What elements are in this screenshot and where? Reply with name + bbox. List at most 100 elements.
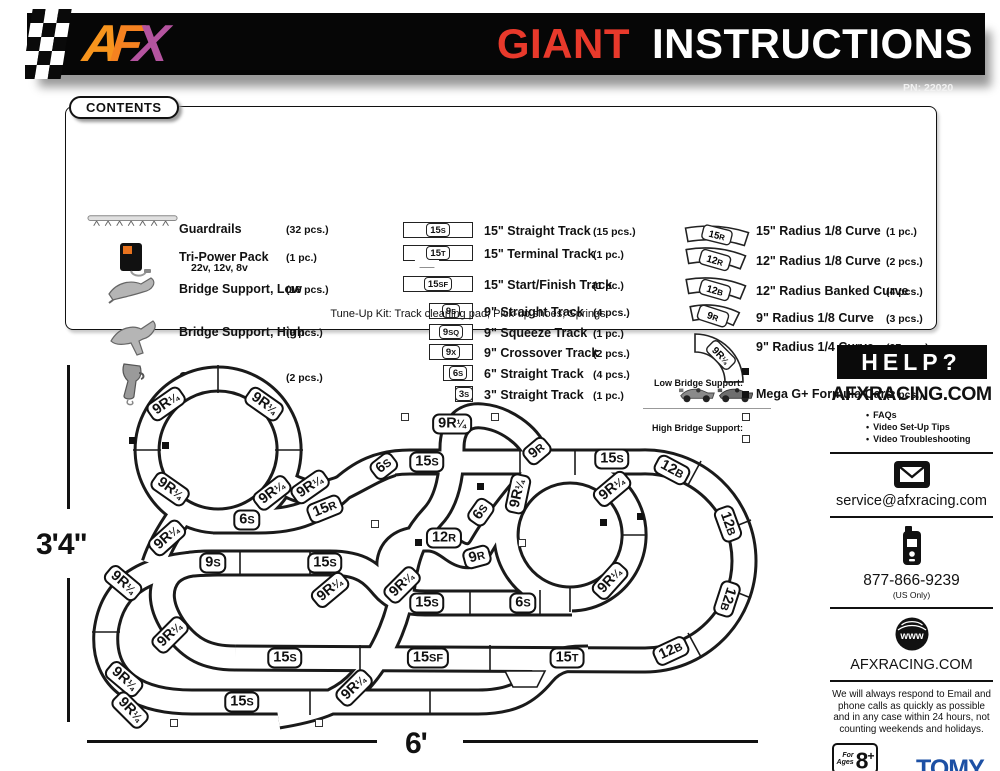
hardware-item: Guardrails(32 pcs.) [79,215,381,248]
curve-track-name: 12" Radius Banked Curve [756,284,909,298]
support-phone[interactable]: 877-866-9239 [863,572,960,589]
title-giant: GIANT [496,20,630,67]
curve-track-qty: (2 pcs.) [886,256,923,268]
help-bullet: FAQs [866,409,993,421]
contents-tab: CONTENTS [69,96,179,119]
curve-track-icon: 12B [679,274,753,305]
ages-word-ages: Ages [836,758,854,766]
response-note: We will always respond to Email and phon… [832,689,991,735]
checkered-flag-icon [25,9,72,79]
straight-track-icon: 9X [429,344,473,360]
track-code: 9S [441,304,461,318]
straight-track-qty: (2 pcs.) [593,348,630,360]
track-code: 9X [441,345,461,359]
email-icon [893,461,930,488]
help-bullet-list: FAQsVideo Set-Up TipsVideo Troubleshooti… [830,409,993,445]
straight-track-qty: (1 pc.) [593,390,624,402]
help-bullet: Video Set-Up Tips [866,421,993,433]
straight-track-icon: 15S [403,222,473,238]
straight-track-icon: 9S [429,303,473,319]
straight-track-name: 9" Straight Track [484,305,584,319]
track-code: 15S [426,223,450,237]
curve-track-name: Mega G+ Formula Cars [756,387,893,401]
straight-track-icon: 15SF [403,276,473,292]
brand-row: For Ages 8+ TOMY. RACEMASTERS [830,741,993,771]
hardware-item-name: Tri-Power Pack [179,250,269,264]
straight-track-qty: (15 pcs.) [593,226,636,238]
straight-track-qty: (1 pc.) [593,249,624,261]
hardware-item: Bridge Support, High(9 pcs.) [79,320,381,356]
straight-track-qty: (1 pc.) [593,280,624,292]
curve-track-icon: 15R [679,214,753,250]
straight-track-name: 9" Squeeze Track [484,326,588,340]
straight-track-qty: (4 pcs.) [593,307,630,319]
bridge-support-low-icon [87,274,179,304]
hardware-item-qty: (16 pcs.) [286,284,329,296]
legend-high-square-2 [742,435,750,443]
part-number: PN: 22020 [903,82,954,94]
guardrail-icon [87,214,179,228]
support-email[interactable]: service@afxracing.com [836,493,987,509]
height-dimension-line-top [67,365,70,509]
straight-track-name: 3" Straight Track [484,388,584,402]
track-code: 6S [448,366,468,380]
straight-track-icon: 9SQ [429,324,473,340]
sidebar-divider [830,452,993,454]
terminal-track-tab [503,670,547,688]
track-code: 15T [426,246,450,260]
height-dimension-line-bottom [67,578,70,722]
help-bullet: Video Troubleshooting [866,433,993,445]
svg-text:15R: 15R [707,229,726,244]
legend-high-square-1 [742,413,750,421]
svg-text:www: www [899,631,924,642]
website-url[interactable]: AFXRACING.COM [850,657,973,673]
svg-text:12B: 12B [705,284,724,299]
power-pack-icon [87,242,179,279]
curve-track-qty: (4 pcs.) [886,286,923,298]
legend-high-label: High Bridge Support: [652,423,743,433]
width-dimension-line-left [87,740,377,743]
sidebar-divider [830,607,993,609]
straight-track-icon: 6S [443,365,473,381]
hardware-item-name: Bridge Support, Low [179,282,302,296]
phone-note: (US Only) [892,590,931,600]
svg-text:9R: 9R [706,310,720,324]
legend-low-square-2 [742,391,749,398]
curve-track-qty: (2 pcs.) [886,389,923,401]
hardware-item: Tri-Power Pack(1 pc.)22v, 12v, 8v [79,243,381,277]
ages-plus: + [867,748,874,763]
curve-track-item: 12B 12" Radius Banked Curve(4 pcs.) [661,277,938,310]
straight-track-name: 9" Crossover Track [484,346,599,360]
tuneup-kit-note: Tune-Up Kit: Track cleaning pad; Pick-up… [330,308,606,320]
straight-track-item: 9X 9" Crossover Track(2 pcs.) [381,344,661,372]
help-sidebar: HELP? AFXRACING.COM FAQsVideo Set-Up Tip… [830,345,993,771]
hardware-item-qty: (2 pcs.) [286,372,323,384]
controller-icon [87,362,179,406]
bridge-support-legend: Low Bridge Support: High Bridge Support: [612,364,777,448]
title-instructions: INSTRUCTIONS [652,20,973,67]
www-globe-icon: www [894,616,930,657]
legend-divider [643,408,771,409]
straight-track-item: 9S 9" Straight Track (4 pcs.) [381,303,661,331]
curve-track-name: 12" Radius 1/8 Curve [756,254,881,268]
curve-track-icon: 9R¼ [679,330,753,386]
hardware-item-qty: (32 pcs.) [286,224,329,236]
track-code: 9SQ [438,325,464,339]
legend-low-label: Low Bridge Support: [654,378,743,388]
straight-track-name: 15" Start/Finish Track [484,278,613,292]
straight-track-qty: (4 pcs.) [593,369,630,381]
width-dimension: 6' [405,727,428,760]
sidebar-divider [830,680,993,682]
legend-low-square-1 [742,368,749,375]
